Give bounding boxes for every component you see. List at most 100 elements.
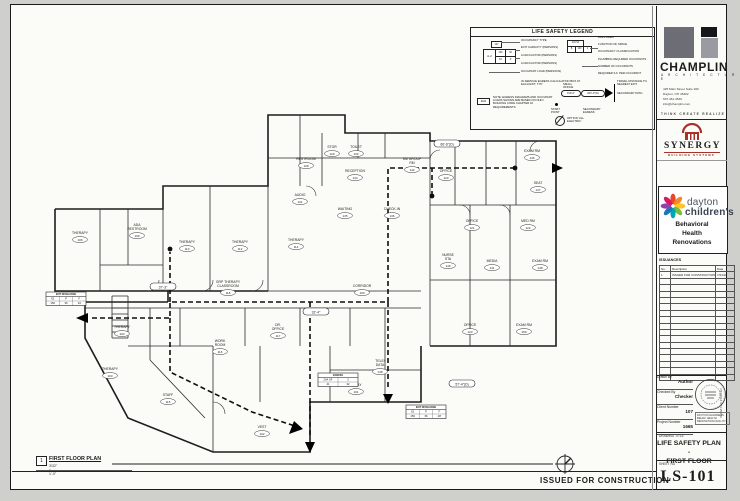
exit-arrows [76, 163, 563, 453]
svg-text:THERAPY: THERAPY [232, 240, 249, 244]
firm-tagline: THINK CREATE REALIZE [661, 112, 726, 116]
svg-text:32: 32 [346, 382, 350, 386]
svg-text:VEST: VEST [258, 425, 267, 429]
issuance-cell [715, 360, 735, 369]
legend-item: SECONDARY PATH [617, 91, 643, 95]
legend-note-tag: EGR [477, 98, 490, 105]
svg-text:134: 134 [352, 176, 357, 180]
svg-text:38: 38 [438, 414, 442, 418]
svg-text:118: 118 [226, 291, 231, 295]
issued-for-construction-banner: ISSUED FOR CONSTRUCTION [540, 476, 670, 485]
field-value: Checker [674, 394, 693, 399]
svg-text:101: 101 [353, 390, 358, 394]
travel-distance-tag: 57'-4"(D) [448, 379, 476, 388]
synergy-name: SYNERGY [664, 141, 721, 151]
svg-text:OFFICE: OFFICE [466, 219, 479, 223]
svg-text:138: 138 [377, 370, 382, 374]
svg-text:62: 62 [51, 297, 55, 301]
start-point-dot [555, 103, 558, 106]
svg-text:OFFICE: OFFICE [440, 169, 453, 173]
issuances-header: No. Description Date [659, 264, 735, 273]
legend-item: REQUIRED S.F. PER OCCUPANT [598, 71, 642, 75]
issuance-row [659, 341, 735, 350]
svg-text:100: 100 [359, 291, 364, 295]
all-electric-icon [555, 116, 565, 126]
legend-arrow [605, 88, 613, 98]
issuance-cell [715, 328, 735, 337]
issuance-cell [715, 290, 735, 298]
issuance-row [659, 348, 735, 356]
drawing-title-label: DRAWING TITLE [659, 434, 684, 438]
svg-text:EXIT DISCHARGE: EXIT DISCHARGE [56, 293, 77, 296]
field-label: Project Number [657, 420, 681, 424]
issuance-cell: 7/24/18 [715, 271, 735, 279]
champlin-logo-square-gray [701, 38, 718, 58]
svg-text:EXAM RM: EXAM RM [516, 323, 532, 327]
issuance-cell [715, 322, 735, 330]
champlin-name: CHAMPLIN [660, 60, 729, 74]
divider [657, 460, 727, 461]
svg-text:66'-6"(D): 66'-6"(D) [440, 142, 453, 146]
legend-small-office: SMALL OFFICE [563, 82, 574, 90]
col-date: Date [715, 264, 735, 273]
svg-text:RESTROOM: RESTROOM [296, 157, 316, 161]
issuance-cell [715, 303, 735, 311]
svg-text:36: 36 [424, 414, 428, 418]
svg-text:EGRESS: EGRESS [333, 374, 343, 377]
field-value: 1665 [682, 424, 693, 429]
legend-note: NOTE: EGRESS DIAGRAMS AND OCCUPANT LOADS… [493, 95, 553, 109]
view-number: 1 [36, 456, 47, 466]
legend-item: LOAD FACTOR (PERSONS) [521, 53, 558, 57]
project-name-1: Behavioral [675, 221, 709, 228]
titleblock-border [656, 6, 657, 490]
legend-item: NUMBER OF OCCUPANTS [598, 64, 633, 68]
synergy-subtitle: BUILDING SYSTEMS [668, 153, 715, 157]
sheet-number-label: SHEET NO [659, 462, 676, 466]
svg-text:37'-3": 37'-3" [159, 285, 168, 289]
divider [657, 119, 727, 120]
issuance-row [659, 373, 735, 382]
legend-item: TRAVEL DISTANCE TO NEAREST EXIT [617, 79, 647, 87]
firm-address-2: Dayton, OH 45402 [663, 92, 689, 96]
champlin-logo-square-black [701, 27, 717, 37]
firm-address-1: 425 Main Street Suite 200 [663, 87, 699, 91]
svg-text:32: 32 [78, 301, 82, 305]
svg-text:TELE/: TELE/ [375, 359, 384, 363]
svg-text:120: 120 [443, 176, 448, 180]
divider [657, 160, 727, 161]
svg-text:CLASSROOM: CLASSROOM [217, 284, 239, 288]
legend-title: LIFE SAFETY LEGEND [471, 28, 654, 37]
svg-text:146: 146 [529, 156, 534, 160]
bottom-margin-line [12, 471, 656, 472]
svg-text:204 SF: 204 SF [323, 378, 332, 382]
issuance-row [659, 277, 735, 286]
svg-text:117: 117 [276, 334, 281, 338]
dayton-childrens-pinwheel-icon [660, 193, 686, 219]
titleblock-field: Checked By Checker [657, 390, 693, 405]
svg-text:P: P [65, 297, 67, 301]
field-label: Checked By [657, 390, 676, 394]
client-box [658, 186, 728, 254]
stamp-note: DAYTON CHILDREN'S BEHAV. HEALTH RENOVATI… [695, 412, 730, 426]
client-brand-1: dayton [687, 197, 719, 208]
svg-text:THERAPY: THERAPY [72, 231, 89, 235]
legend-item: OCCUPANT LOAD (PERSONS) [521, 69, 562, 73]
issuance-cell [715, 348, 735, 356]
issuance-cell [715, 316, 735, 324]
svg-text:148: 148 [537, 266, 542, 270]
